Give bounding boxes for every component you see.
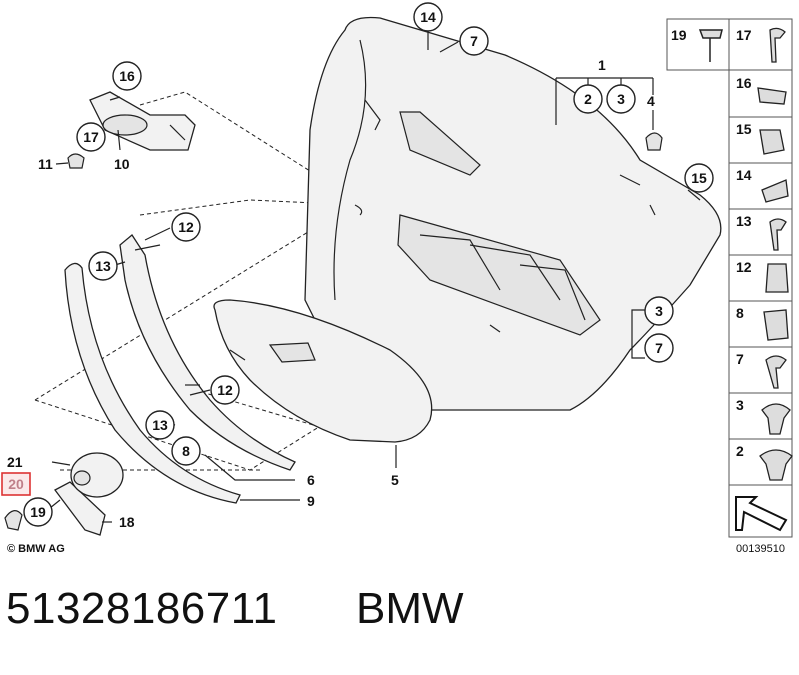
callout-label: 13 (95, 258, 111, 274)
callout-10: 10 (114, 156, 130, 172)
callout-label: 14 (420, 9, 436, 25)
callout-2: 2 (573, 84, 603, 114)
callout-1: 1 (598, 57, 606, 73)
clip-icon (761, 179, 789, 203)
callout-label: 12 (178, 219, 194, 235)
callout-label: 3 (617, 91, 625, 107)
callout-21: 21 (7, 454, 23, 470)
drawing-number: 00139510 (736, 543, 785, 555)
part-number: 51328186711 (6, 584, 278, 633)
callout-12: 12 (171, 212, 201, 242)
callout-3: 3 (606, 84, 636, 114)
callout-12-lower: 12 (210, 375, 240, 405)
callout-4: 4 (647, 93, 655, 109)
screw-icon (698, 29, 723, 62)
expansion-rivet-icon (759, 449, 793, 481)
callout-label: 7 (470, 33, 478, 49)
clip-icon (759, 129, 785, 155)
brand-name: BMW (356, 584, 464, 633)
grommet-icon (765, 263, 789, 293)
copyright-text: © BMW AG (7, 543, 65, 555)
callout-label: 17 (83, 129, 99, 145)
callout-14: 14 (413, 2, 443, 32)
pull-handle-group (4, 452, 124, 536)
screw-icon (769, 218, 787, 251)
callout-7: 7 (459, 26, 489, 56)
callout-6: 6 (307, 472, 315, 488)
clip-nut-icon (757, 87, 787, 105)
callout-label: 12 (217, 382, 233, 398)
screw-icon (769, 27, 786, 63)
screw-icon (765, 355, 787, 389)
callout-13-lower: 13 (145, 410, 175, 440)
expansion-rivet-icon (761, 403, 791, 435)
clip-4 (645, 132, 663, 151)
clip-icon (763, 309, 789, 341)
legend-label: 15 (736, 121, 752, 137)
trim-strip-9 (64, 262, 241, 504)
door-trim-panel (304, 16, 722, 411)
callout-11: 11 (38, 156, 53, 172)
legend-label: 2 (736, 443, 744, 459)
legend-cell (666, 18, 730, 71)
callout-label: 3 (655, 303, 663, 319)
callout-label: 2 (584, 91, 592, 107)
callout-20-highlighted: 20 (1, 472, 31, 496)
legend-label: 8 (736, 305, 744, 321)
legend-label: 3 (736, 397, 744, 413)
legend-cell (728, 208, 793, 256)
callout-label: 8 (182, 443, 190, 459)
callout-label: 15 (691, 170, 707, 186)
callout-16: 16 (112, 61, 142, 91)
callout-3-right: 3 (644, 296, 674, 326)
legend-cell (728, 18, 793, 71)
callout-8: 8 (171, 436, 201, 466)
callout-19: 19 (23, 497, 53, 527)
armrest-panel (213, 299, 501, 443)
callout-label: 16 (119, 68, 135, 84)
clip-11 (67, 153, 85, 169)
callout-label: 13 (152, 417, 168, 433)
callout-label: 20 (8, 476, 24, 492)
legend-label: 7 (736, 351, 744, 367)
callout-label: 7 (655, 340, 663, 356)
legend-label: 14 (736, 167, 752, 183)
leader-lines (49, 30, 701, 523)
orientation-arrow-icon (735, 496, 788, 532)
legend-label: 16 (736, 75, 752, 91)
legend-cell (728, 346, 793, 394)
fastener-legend: 19 17 16 15 14 13 12 8 7 3 2 (666, 18, 793, 555)
legend-label: 19 (671, 27, 687, 43)
legend-label: 13 (736, 213, 752, 229)
callout-13: 13 (88, 251, 118, 281)
callout-label: 19 (30, 504, 46, 520)
callout-18: 18 (119, 514, 135, 530)
legend-label: 17 (736, 27, 752, 43)
callout-15: 15 (684, 163, 714, 193)
callout-9: 9 (307, 493, 315, 509)
callout-5: 5 (391, 472, 399, 488)
handle-bezel (89, 91, 196, 151)
legend-label: 12 (736, 259, 752, 275)
callout-17: 17 (76, 122, 106, 152)
trim-strip-6 (119, 234, 296, 471)
callout-7-right: 7 (644, 333, 674, 363)
